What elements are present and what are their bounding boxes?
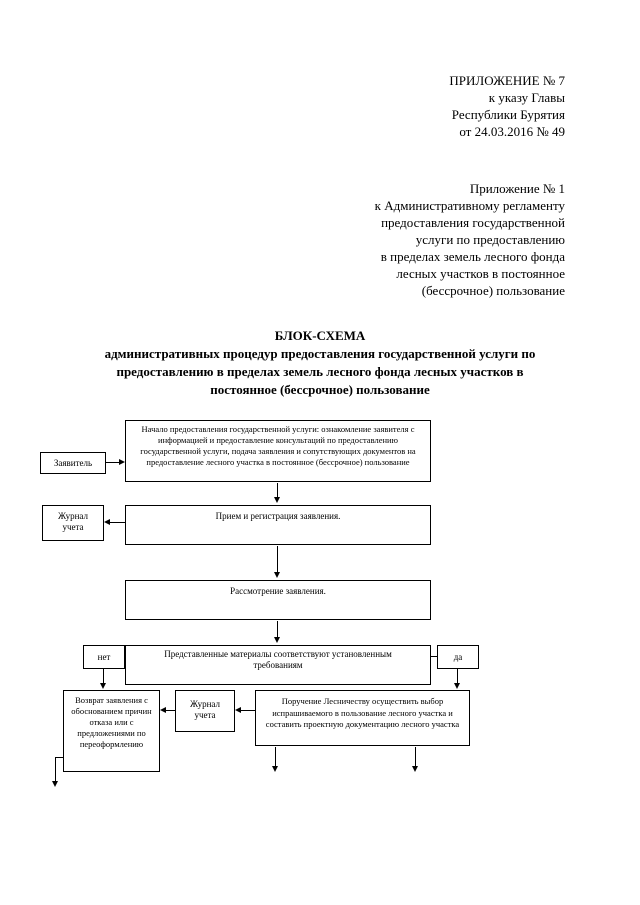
- title-line: предоставлению в пределах земель лесного…: [116, 364, 524, 379]
- connector-reception-journal: [110, 522, 125, 523]
- regulation-header-line: лесных участков в постоянное: [396, 266, 565, 281]
- arrow-left-icon: [160, 707, 166, 713]
- arrow-down-icon: [100, 683, 106, 689]
- arrow-right-icon: [119, 459, 125, 465]
- connector-assignment-exit-1: [275, 747, 276, 767]
- forestry-assignment-box: Поручение Лесничеству осуществить выбор …: [255, 690, 470, 746]
- regulation-header-line: предоставления государственной: [381, 215, 565, 230]
- page-title: БЛОК-СХЕМА административных процедур пре…: [20, 327, 620, 399]
- journal-box-2: Журнал учета: [175, 690, 235, 732]
- regulation-header: Приложение № 1 к Административному регла…: [375, 180, 565, 299]
- annex-header-line: к указу Главы: [488, 90, 565, 105]
- arrow-down-icon: [454, 683, 460, 689]
- no-label-box: нет: [83, 645, 125, 669]
- connector-return-exit: [55, 757, 56, 782]
- arrow-down-icon: [52, 781, 58, 787]
- connector-assignment-exit-2: [415, 747, 416, 767]
- arrow-down-icon: [412, 766, 418, 772]
- arrow-down-icon: [272, 766, 278, 772]
- yes-label-box: да: [437, 645, 479, 669]
- decision-box: Представленные материалы соответствуют у…: [125, 645, 431, 685]
- annex-header-line: от 24.03.2016 № 49: [459, 124, 565, 139]
- arrow-left-icon: [104, 519, 110, 525]
- annex-header-line: Республики Бурятия: [451, 107, 565, 122]
- return-application-box: Возврат заявления с обоснованием причин …: [63, 690, 160, 772]
- regulation-header-line: услуги по предоставлению: [415, 232, 565, 247]
- connector-journal2-assignment: [241, 710, 255, 711]
- applicant-box: Заявитель: [40, 452, 106, 474]
- regulation-header-line: Приложение № 1: [469, 181, 565, 196]
- connector-decision-yes: [431, 656, 437, 657]
- regulation-header-line: в пределах земель лесного фонда: [380, 249, 565, 264]
- connector-review-decision: [277, 621, 278, 638]
- journal-box-1: Журнал учета: [42, 505, 104, 541]
- title-line: административных процедур предоставления…: [104, 346, 536, 361]
- connector-return-journal2: [166, 710, 175, 711]
- arrow-down-icon: [274, 572, 280, 578]
- review-box: Рассмотрение заявления.: [125, 580, 431, 620]
- connector-reception-review: [277, 546, 278, 573]
- reception-box: Прием и регистрация заявления.: [125, 505, 431, 545]
- annex-header-line: ПРИЛОЖЕНИЕ № 7: [449, 73, 565, 88]
- arrow-down-icon: [274, 637, 280, 643]
- title-line: БЛОК-СХЕМА: [274, 328, 366, 343]
- annex-header: ПРИЛОЖЕНИЕ № 7 к указу Главы Республики …: [449, 72, 565, 140]
- connector-applicant-start: [106, 462, 119, 463]
- regulation-header-line: к Административному регламенту: [374, 198, 565, 213]
- process-start-box: Начало предоставления государственной ус…: [125, 420, 431, 482]
- connector-yes-assignment: [457, 669, 458, 683]
- connector-start-reception: [277, 483, 278, 497]
- title-line: постоянное (бессрочное) пользование: [210, 382, 430, 397]
- regulation-header-line: (бессрочное) пользование: [421, 283, 565, 298]
- connector-return-exit: [55, 757, 63, 758]
- arrow-left-icon: [235, 707, 241, 713]
- arrow-down-icon: [274, 497, 280, 503]
- connector-no-return: [103, 669, 104, 683]
